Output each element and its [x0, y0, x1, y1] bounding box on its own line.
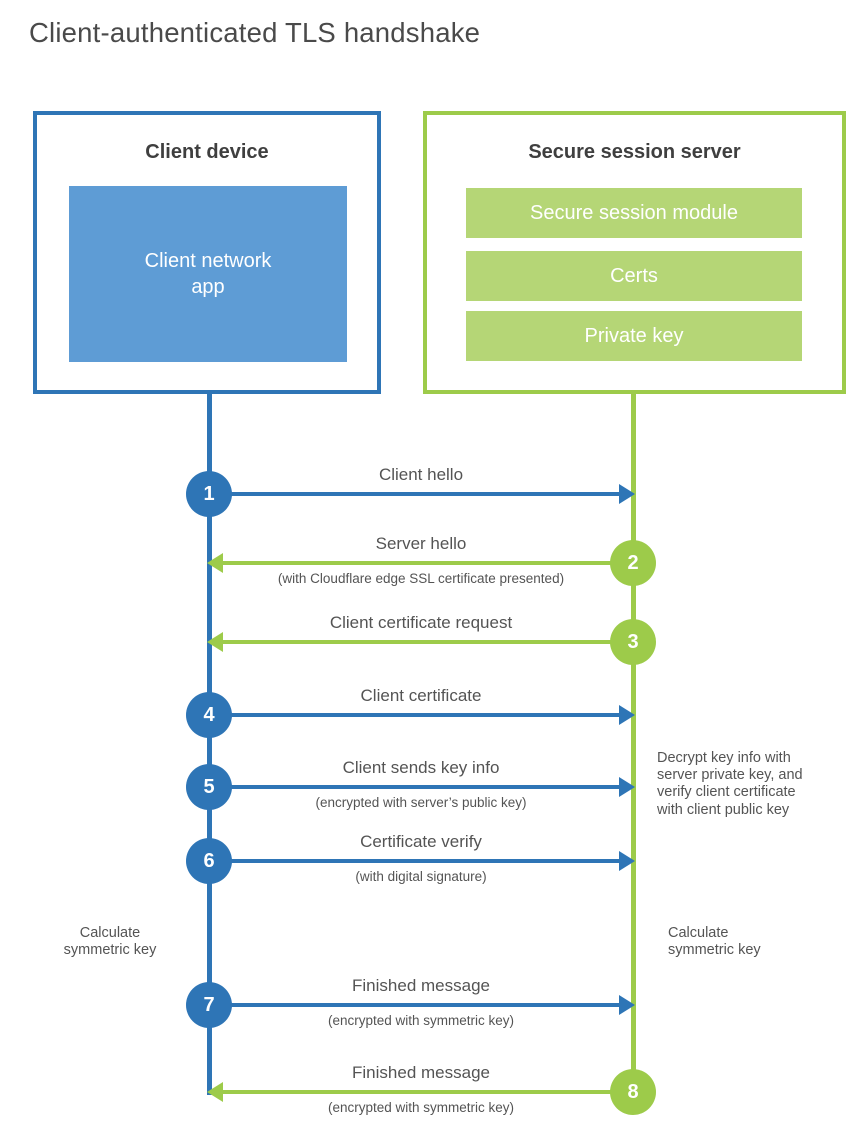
- server-module-certs: Certs: [466, 251, 802, 301]
- arrowhead-icon: [207, 1082, 223, 1102]
- handshake-step: 7 Finished message (encrypted with symme…: [186, 969, 635, 1041]
- secure-session-server-box: Secure session server Secure session mod…: [423, 111, 846, 394]
- message-label: Client hello: [378, 465, 464, 484]
- client-network-app-box: Client network app: [69, 186, 347, 362]
- step-number-badge: 1: [186, 471, 232, 517]
- handshake-step: 6 Certificate verify (with digital signa…: [186, 825, 635, 897]
- handshake-step: 5 Client sends key info (encrypted with …: [186, 751, 635, 823]
- client-device-title: Client device: [145, 141, 269, 163]
- message-arrow: [220, 561, 633, 565]
- arrowhead-icon: [619, 705, 635, 725]
- server-lifeline: [631, 392, 636, 1092]
- step-number-badge: 8: [610, 1069, 656, 1115]
- step-number-badge: 5: [186, 764, 232, 810]
- message-label: Client sends key info: [342, 758, 500, 777]
- message-arrow: [209, 1003, 622, 1007]
- arrowhead-icon: [207, 553, 223, 573]
- message-sublabel: (with Cloudflare edge SSL certificate pr…: [277, 571, 565, 586]
- message-arrow: [209, 713, 622, 717]
- arrowhead-icon: [619, 777, 635, 797]
- message-sublabel: (encrypted with server’s public key): [315, 795, 527, 810]
- handshake-step: 3 Client certificate request: [207, 606, 656, 678]
- message-label: Client certificate request: [329, 613, 513, 632]
- message-arrow: [220, 1090, 633, 1094]
- handshake-step: 2 Server hello (with Cloudflare edge SSL…: [207, 527, 656, 599]
- message-arrow: [209, 492, 622, 496]
- message-sublabel: (encrypted with symmetric key): [327, 1100, 515, 1115]
- client-lifeline: [207, 392, 212, 1095]
- message-label: Finished message: [352, 976, 490, 995]
- handshake-step: 1 Client hello: [186, 458, 635, 530]
- client-device-box: Client device Client network app: [33, 111, 381, 394]
- message-label: Finished message: [352, 1063, 490, 1082]
- step-number-badge: 3: [610, 619, 656, 665]
- calculate-symmetric-key-client-note: Calculate symmetric key: [63, 925, 157, 959]
- handshake-step: 8 Finished message (encrypted with symme…: [207, 1056, 656, 1128]
- arrowhead-icon: [619, 484, 635, 504]
- message-sublabel: (with digital signature): [355, 869, 487, 884]
- message-label: Client certificate: [360, 686, 482, 705]
- step-number-badge: 2: [610, 540, 656, 586]
- handshake-step: 4 Client certificate: [186, 679, 635, 751]
- step-number-badge: 7: [186, 982, 232, 1028]
- server-module-private-key: Private key: [466, 311, 802, 361]
- message-arrow: [209, 859, 622, 863]
- message-arrow: [209, 785, 622, 789]
- secure-session-server-title: Secure session server: [528, 141, 741, 163]
- page-title: Client-authenticated TLS handshake: [29, 17, 481, 48]
- message-sublabel: (encrypted with symmetric key): [327, 1013, 515, 1028]
- message-arrow: [220, 640, 633, 644]
- arrowhead-icon: [207, 632, 223, 652]
- decrypt-key-note: Decrypt key info with server private key…: [657, 750, 803, 818]
- calculate-symmetric-key-server-note: Calculate symmetric key: [668, 925, 761, 959]
- server-module-secure-session-module: Secure session module: [466, 188, 802, 238]
- message-label: Server hello: [375, 534, 467, 553]
- message-label: Certificate verify: [360, 832, 482, 851]
- arrowhead-icon: [619, 851, 635, 871]
- arrowhead-icon: [619, 995, 635, 1015]
- step-number-badge: 4: [186, 692, 232, 738]
- step-number-badge: 6: [186, 838, 232, 884]
